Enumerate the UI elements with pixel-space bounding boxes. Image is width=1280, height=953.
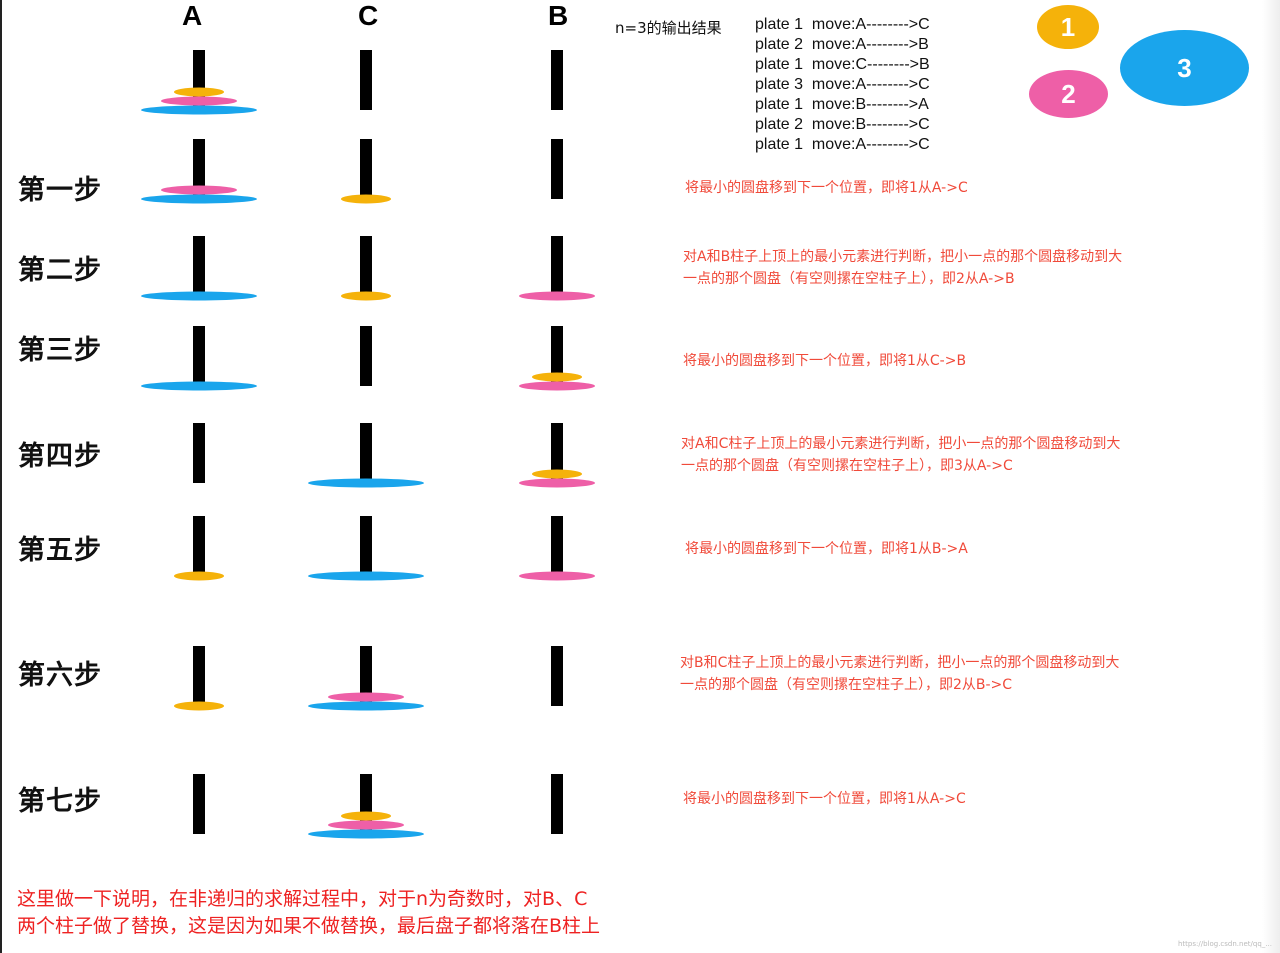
disk-2-icon: 2 bbox=[1029, 70, 1108, 118]
step-label-2: 第二步 bbox=[18, 255, 102, 286]
note-line: 对B和C柱子上顶上的最小元素进行判断，把小一点的那个圆盘移动到大 bbox=[680, 655, 1120, 671]
watermark: https://blog.csdn.net/qq_... bbox=[1178, 940, 1272, 948]
output-line: plate 1 move:A-------->C bbox=[755, 16, 930, 33]
note-line: 一点的那个圆盘（有空则摞在空柱子上），即2从B->C bbox=[680, 677, 1013, 693]
step-note-4: 对A和C柱子上顶上的最小元素进行判断，把小一点的那个圆盘移动到大 一点的那个圆盘… bbox=[681, 433, 1120, 477]
step-note-3: 将最小的圆盘移到下一个位置，即将1从C->B bbox=[683, 350, 966, 372]
step-label-1: 第一步 bbox=[18, 175, 102, 206]
note-line: 将最小的圆盘移到下一个位置，即将1从A->C bbox=[683, 791, 966, 807]
rod-a-state-7 bbox=[193, 774, 205, 834]
column-header-b: B bbox=[548, 0, 569, 31]
step-note-6: 对B和C柱子上顶上的最小元素进行判断，把小一点的那个圆盘移动到大 一点的那个圆盘… bbox=[680, 652, 1119, 696]
rod-b-state-1 bbox=[551, 139, 563, 199]
step-label-6: 第六步 bbox=[18, 660, 102, 691]
output-line: plate 3 move:A-------->C bbox=[755, 76, 930, 93]
step-note-1: 将最小的圆盘移到下一个位置，即将1从A->C bbox=[685, 177, 968, 199]
note-line: 对A和B柱子上顶上的最小元素进行判断，把小一点的那个圆盘移动到大 bbox=[683, 249, 1123, 265]
step-note-5: 将最小的圆盘移到下一个位置，即将1从B->A bbox=[685, 538, 968, 560]
disk-3-rod-c-state-5 bbox=[308, 571, 424, 581]
disk-1-rod-c-state-2 bbox=[341, 291, 391, 301]
rod-b-state-2 bbox=[551, 236, 563, 296]
disk-3-rod-a-state-1 bbox=[141, 194, 257, 204]
disk-1-rod-a-state-0 bbox=[174, 87, 224, 97]
disk-2-rod-c-state-7 bbox=[328, 820, 404, 830]
step-note-7: 将最小的圆盘移到下一个位置，即将1从A->C bbox=[683, 788, 966, 810]
disk-3-rod-a-state-2 bbox=[141, 291, 257, 301]
rod-c-state-0 bbox=[360, 50, 372, 110]
step-note-2: 对A和B柱子上顶上的最小元素进行判断，把小一点的那个圆盘移动到大 一点的那个圆盘… bbox=[683, 246, 1122, 290]
disk-1-rod-c-state-7 bbox=[341, 811, 391, 821]
rod-a-state-1 bbox=[193, 139, 205, 199]
frame-right-shadow bbox=[1262, 0, 1280, 953]
frame-left-border bbox=[0, 0, 2, 953]
disk-2-rod-b-state-3 bbox=[519, 381, 595, 391]
rod-b-state-6 bbox=[551, 646, 563, 706]
rod-c-state-6 bbox=[360, 646, 372, 706]
output-line: plate 1 move:A-------->C bbox=[755, 136, 930, 153]
rod-a-state-6 bbox=[193, 646, 205, 706]
rod-c-state-3 bbox=[360, 326, 372, 386]
disk-2-rod-b-state-2 bbox=[519, 291, 595, 301]
disk-2-rod-c-state-6 bbox=[328, 692, 404, 702]
rod-b-state-0 bbox=[551, 50, 563, 110]
rod-c-state-1 bbox=[360, 139, 372, 199]
disk-3-rod-a-state-0 bbox=[141, 105, 257, 115]
disk-1-rod-b-state-3 bbox=[532, 372, 582, 382]
note-line: 对A和C柱子上顶上的最小元素进行判断，把小一点的那个圆盘移动到大 bbox=[681, 436, 1121, 452]
bottom-note-line: 这里做一下说明，在非递归的求解过程中，对于n为奇数时，对B、C bbox=[17, 888, 588, 910]
rod-a-state-4 bbox=[193, 423, 205, 483]
rod-a-state-5 bbox=[193, 516, 205, 576]
rod-b-state-3 bbox=[551, 326, 563, 386]
rod-b-state-5 bbox=[551, 516, 563, 576]
disk-2-rod-b-state-4 bbox=[519, 478, 595, 488]
rod-a-state-3 bbox=[193, 326, 205, 386]
disk-1-rod-a-state-5 bbox=[174, 571, 224, 581]
output-line: plate 1 move:B-------->A bbox=[755, 96, 929, 113]
rod-b-state-4 bbox=[551, 423, 563, 483]
disk-3-rod-c-state-4 bbox=[308, 478, 424, 488]
disk-1-rod-a-state-6 bbox=[174, 701, 224, 711]
note-line: 一点的那个圆盘（有空则摞在空柱子上），即2从A->B bbox=[683, 271, 1015, 287]
rod-c-state-4 bbox=[360, 423, 372, 483]
disk-2-rod-a-state-0 bbox=[161, 96, 237, 106]
disk-2-rod-b-state-5 bbox=[519, 571, 595, 581]
step-label-5: 第五步 bbox=[18, 535, 102, 566]
output-line: plate 2 move:B-------->C bbox=[755, 116, 930, 133]
step-label-4: 第四步 bbox=[18, 441, 102, 472]
note-line: 将最小的圆盘移到下一个位置，即将1从A->C bbox=[685, 180, 968, 196]
step-label-7: 第七步 bbox=[18, 786, 102, 817]
disk-3-rod-c-state-7 bbox=[308, 829, 424, 839]
output-line: plate 2 move:A-------->B bbox=[755, 36, 929, 53]
note-line: 一点的那个圆盘（有空则摞在空柱子上），即3从A->C bbox=[681, 458, 1013, 474]
output-line: plate 1 move:C-------->B bbox=[755, 56, 930, 73]
rod-c-state-2 bbox=[360, 236, 372, 296]
rod-c-state-5 bbox=[360, 516, 372, 576]
disk-2-rod-a-state-1 bbox=[161, 185, 237, 195]
column-header-a: A bbox=[182, 0, 203, 31]
output-listing: plate 1 move:A-------->C plate 2 move:A-… bbox=[755, 15, 930, 155]
disk-1-icon: 1 bbox=[1037, 5, 1099, 49]
rod-a-state-2 bbox=[193, 236, 205, 296]
bottom-note: 这里做一下说明，在非递归的求解过程中，对于n为奇数时，对B、C 两个柱子做了替换… bbox=[17, 886, 600, 940]
disk-1-rod-c-state-1 bbox=[341, 194, 391, 204]
column-header-c: C bbox=[358, 0, 379, 31]
bottom-note-line: 两个柱子做了替换，这是因为如果不做替换，最后盘子都将落在B柱上 bbox=[17, 915, 601, 937]
disk-3-rod-c-state-6 bbox=[308, 701, 424, 711]
disk-3-rod-a-state-3 bbox=[141, 381, 257, 391]
output-title: n=3的输出结果 bbox=[615, 19, 722, 37]
note-line: 将最小的圆盘移到下一个位置，即将1从B->A bbox=[685, 541, 968, 557]
disk-1-rod-b-state-4 bbox=[532, 469, 582, 479]
step-label-3: 第三步 bbox=[18, 335, 102, 366]
disk-3-icon: 3 bbox=[1120, 30, 1249, 106]
rod-b-state-7 bbox=[551, 774, 563, 834]
note-line: 将最小的圆盘移到下一个位置，即将1从C->B bbox=[683, 353, 967, 369]
